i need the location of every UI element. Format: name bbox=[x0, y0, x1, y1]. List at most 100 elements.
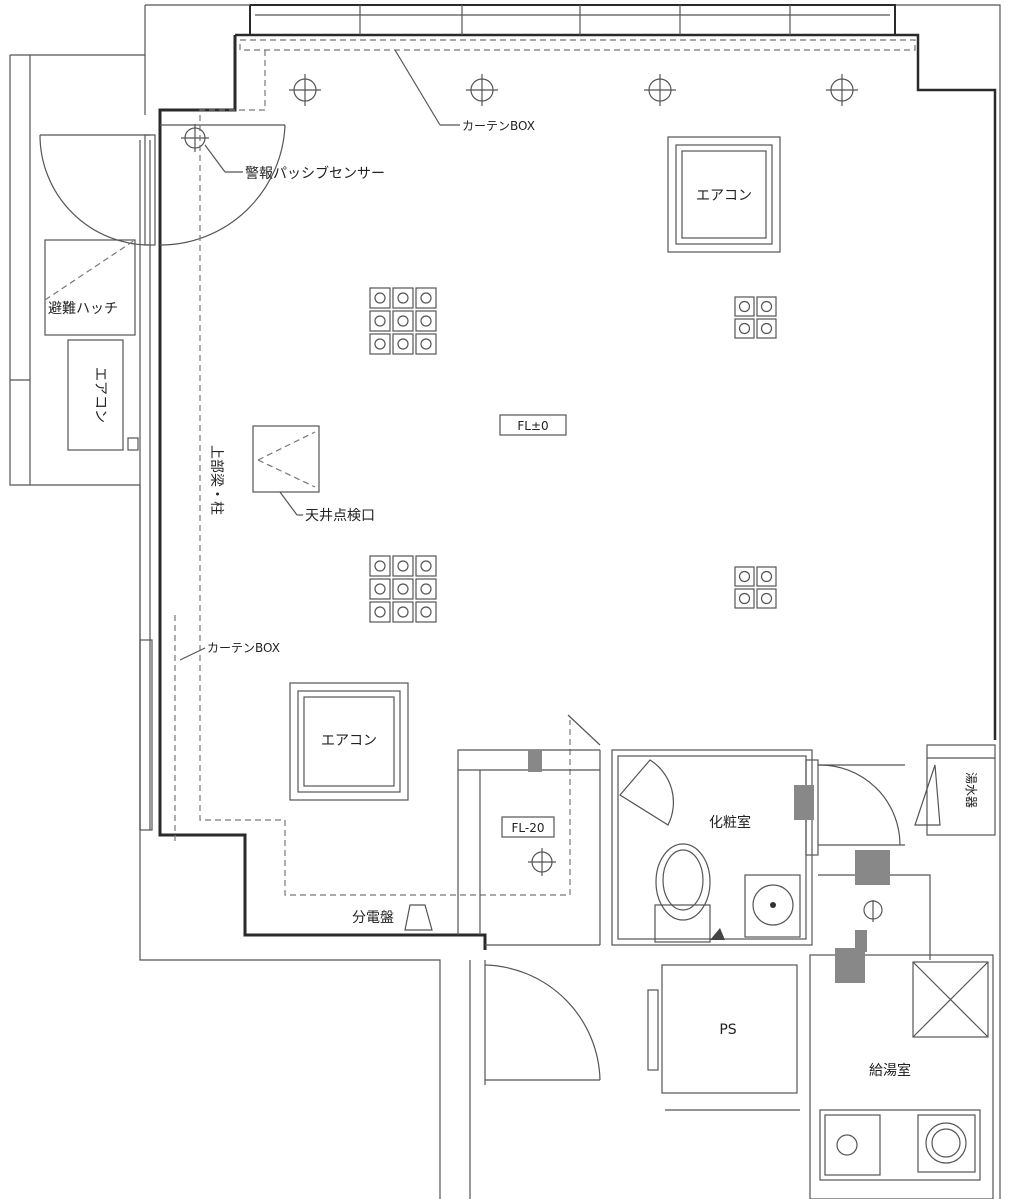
grid-light-panel bbox=[734, 296, 777, 339]
balcony-door bbox=[39, 124, 286, 246]
main-room-walls bbox=[158, 4, 997, 950]
grid-light-cell bbox=[392, 601, 414, 623]
beam-line bbox=[199, 50, 571, 896]
grid-light-cell bbox=[415, 310, 437, 332]
curtain-box-leader bbox=[394, 49, 441, 126]
kitchen-label: 給湯室 bbox=[869, 1062, 911, 1079]
light-icon bbox=[528, 848, 556, 876]
grid-light-cell bbox=[734, 296, 755, 317]
aircon-unit-1: エアコン bbox=[667, 136, 781, 253]
light-icon bbox=[644, 74, 676, 106]
fl-level-label: FL±0 bbox=[517, 419, 548, 433]
grid-light-cell bbox=[392, 555, 414, 577]
ceiling-hatch-label: 天井点検口 bbox=[305, 508, 375, 524]
curtain-box-left-label: カーテンBOX bbox=[207, 641, 280, 655]
grid-light-bulb bbox=[374, 560, 386, 572]
grid-light-cell bbox=[756, 588, 777, 609]
column-note-label: 上部梁・柱 bbox=[208, 445, 224, 515]
fl-level-box bbox=[499, 414, 567, 436]
water-heater-label: 湯水器 bbox=[964, 772, 978, 808]
column-hatch bbox=[528, 750, 542, 772]
grid-light-cell bbox=[369, 310, 391, 332]
grid-light-bulb bbox=[760, 570, 773, 583]
sink bbox=[744, 874, 801, 938]
outdoor-unit bbox=[67, 339, 124, 451]
grid-light-bulb bbox=[374, 606, 386, 618]
grid-light-bulb bbox=[420, 315, 432, 327]
toilet-bowl bbox=[655, 843, 711, 921]
grid-light-cell bbox=[756, 318, 777, 339]
grid-light-bulb bbox=[397, 560, 409, 572]
grid-light-bulb bbox=[374, 338, 386, 350]
powder-room-door bbox=[794, 759, 905, 856]
grid-light-bulb bbox=[374, 315, 386, 327]
exhaust-fan bbox=[912, 961, 989, 1038]
ps-shaft: PS bbox=[647, 964, 800, 1111]
curtain-box-top-label: カーテンBOX bbox=[462, 119, 535, 133]
grid-light-cell bbox=[734, 566, 755, 587]
grid-light-panel bbox=[369, 555, 437, 623]
grid-light-cell bbox=[734, 318, 755, 339]
grid-light-cell bbox=[369, 601, 391, 623]
evac-hatch bbox=[44, 239, 136, 336]
fl-minus20-box bbox=[501, 816, 555, 838]
curtain-box-top bbox=[239, 39, 916, 51]
sensor-leader bbox=[204, 144, 226, 173]
grid-light-cell bbox=[734, 588, 755, 609]
grid-light-cell bbox=[369, 333, 391, 355]
sensor-icon bbox=[181, 124, 209, 152]
grid-light-cell bbox=[392, 333, 414, 355]
grid-light-cell bbox=[756, 566, 777, 587]
grid-light-bulb bbox=[760, 322, 773, 335]
grid-light-bulb bbox=[760, 300, 773, 313]
curtain-box-left-leader bbox=[179, 647, 206, 661]
grid-light-cell bbox=[415, 578, 437, 600]
grid-light-cell bbox=[756, 296, 777, 317]
light-icon bbox=[826, 74, 858, 106]
security-sensor-label: 警報パッシブセンサー bbox=[245, 165, 385, 182]
grid-light-bulb bbox=[738, 300, 751, 313]
left-window bbox=[139, 140, 153, 831]
entrance-area: FL-20 分電盤 bbox=[352, 714, 601, 946]
light-icon bbox=[466, 74, 498, 106]
powder-room: 化粧室 bbox=[611, 749, 813, 946]
grid-light-cell bbox=[392, 287, 414, 309]
evac-hatch-label: 避難ハッチ bbox=[48, 301, 118, 317]
grid-light-cell bbox=[369, 555, 391, 577]
kitchenette: 給湯室 bbox=[809, 930, 994, 1199]
grid-light-cell bbox=[415, 287, 437, 309]
grid-light-panel bbox=[734, 566, 777, 609]
grid-light-bulb bbox=[397, 583, 409, 595]
grid-light-bulb bbox=[420, 583, 432, 595]
grid-light-bulb bbox=[397, 338, 409, 350]
powder-room-label: 化粧室 bbox=[709, 814, 751, 831]
grid-light-cell bbox=[392, 578, 414, 600]
entrance-door bbox=[484, 960, 601, 1085]
grid-light-bulb bbox=[738, 322, 751, 335]
grid-light-bulb bbox=[420, 606, 432, 618]
utility-area: 湯水器 bbox=[818, 744, 996, 960]
outdoor-unit-label: エアコン bbox=[92, 367, 108, 423]
grid-light-bulb bbox=[374, 292, 386, 304]
grid-light-cell bbox=[369, 287, 391, 309]
grid-light-bulb bbox=[738, 592, 751, 605]
grid-light-bulb bbox=[420, 292, 432, 304]
grid-light-bulb bbox=[420, 560, 432, 572]
toilet-tank bbox=[654, 904, 711, 943]
grid-light-cell bbox=[415, 333, 437, 355]
ceiling-grid-lights bbox=[369, 287, 777, 623]
ps-label: PS bbox=[719, 1022, 736, 1038]
grid-light-cell bbox=[369, 578, 391, 600]
grid-light-bulb bbox=[397, 292, 409, 304]
grid-light-cell bbox=[392, 310, 414, 332]
aircon-2-label: エアコン bbox=[321, 733, 377, 749]
kitchen-counter bbox=[819, 1109, 981, 1181]
ceiling-hatch: 天井点検口 bbox=[252, 425, 375, 524]
ceiling-lights bbox=[289, 74, 858, 876]
fl-minus20-label: FL-20 bbox=[512, 821, 545, 835]
light-icon bbox=[289, 74, 321, 106]
grid-light-bulb bbox=[760, 592, 773, 605]
grid-light-bulb bbox=[397, 315, 409, 327]
top-window bbox=[359, 5, 791, 35]
